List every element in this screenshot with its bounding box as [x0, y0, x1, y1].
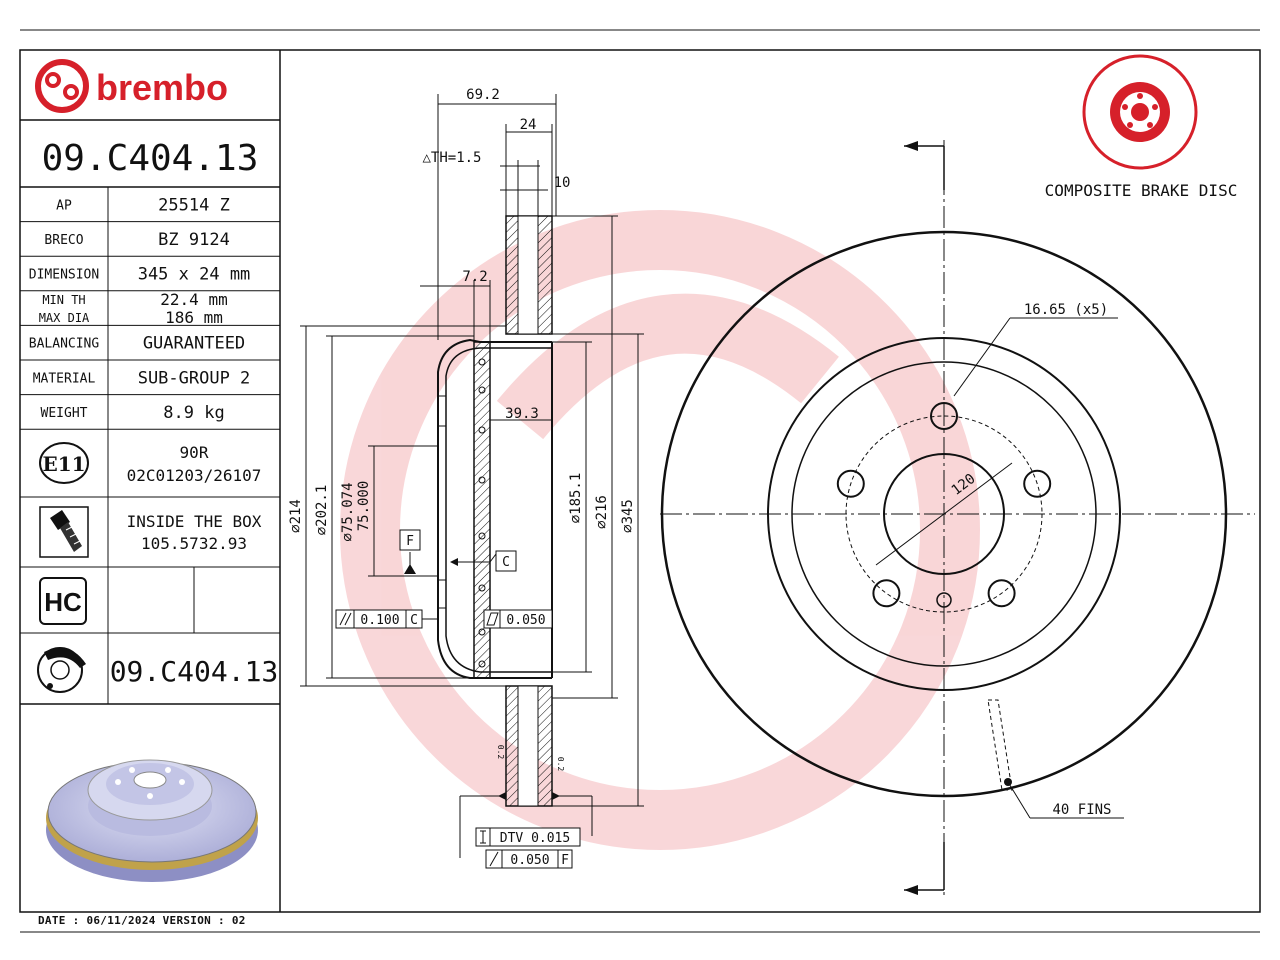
dim-small-a: 0.2 — [496, 745, 505, 760]
spec-value: BZ 9124 — [158, 230, 230, 250]
tol-parallel-frame: 0.100 C — [335, 609, 438, 629]
svg-text:C: C — [410, 613, 418, 628]
tol-dtv-frame: DTV 0.015 — [475, 827, 581, 847]
spec-label: MATERIAL — [33, 371, 96, 386]
spec-label: WEIGHT — [41, 406, 88, 421]
hc-badge-icon: HC — [39, 577, 87, 625]
fins-label: 40 FINS — [1052, 802, 1111, 818]
bolt-hole — [987, 579, 1016, 608]
dim-hat-depth: 39.3 — [505, 406, 539, 422]
dim-overall-height: 69.2 — [466, 87, 500, 103]
bolt-hole — [836, 469, 865, 498]
brand-name: brembo — [96, 67, 228, 108]
spec-value: GUARANTEED — [143, 334, 245, 354]
spec-value: 186 mm — [165, 308, 223, 327]
spec-value: 22.4 mm — [160, 290, 227, 309]
footer-date-version: DATE : 06/11/2024 VERSION : 02 — [38, 914, 246, 927]
svg-text:DTV 0.015: DTV 0.015 — [500, 831, 570, 846]
center-bore — [883, 453, 1005, 575]
spec-label: MIN TH — [42, 293, 85, 307]
hc-badge-text: HC — [44, 587, 82, 617]
spec-label: DIMENSION — [29, 268, 99, 283]
dim-groove: 10 — [554, 175, 571, 191]
bolt-hole — [872, 579, 901, 608]
brembo-watermark-icon — [340, 210, 980, 850]
spec-label: BRECO — [44, 233, 83, 248]
inside-box-line-2: 105.5732.93 — [141, 534, 247, 553]
disc-ref-part: 09.C404.13 — [110, 655, 279, 688]
brembo-logo: brembo — [35, 59, 228, 113]
tol-flatness-frame: 0.050 — [483, 609, 553, 629]
datum-f-box: F — [399, 529, 421, 551]
disc-render-image — [46, 759, 258, 882]
svg-text:F: F — [561, 853, 569, 868]
datum-c-box: C — [495, 550, 517, 572]
spec-label: MAX DIA — [39, 311, 90, 325]
e11-mark-icon: E11 — [39, 442, 89, 484]
spec-label: BALANCING — [29, 337, 100, 352]
vent-holes — [478, 358, 486, 668]
dim-d345: ⌀345 — [620, 499, 636, 533]
dim-offset: 7.2 — [462, 269, 487, 285]
homologation-line-2: 02C01203/26107 — [127, 466, 262, 485]
bolt-hole-label: 16.65 (x5) — [1024, 302, 1108, 318]
dim-small-b: 0.2 — [556, 757, 565, 772]
dim-d214: ⌀214 — [288, 499, 304, 533]
info-panel: brembo 09.C404.13 AP 25514 Z BRECO BZ 9124D… — [20, 59, 280, 882]
dim-d202: ⌀202.1 — [314, 485, 330, 536]
homologation-line-1: 90R — [180, 443, 209, 462]
pcd-circle — [845, 415, 1043, 613]
tol-runout-frame: 0.050 F — [485, 849, 573, 869]
sheet-frame — [19, 49, 1261, 913]
dim-thickness: 24 — [520, 117, 537, 133]
e11-mark-text: E11 — [42, 452, 85, 476]
disc-pad-icon — [37, 647, 86, 693]
part-number: 09.C404.13 — [42, 138, 259, 179]
spec-value: 25514 Z — [158, 195, 230, 215]
spec-value: 8.9 kg — [163, 403, 224, 423]
svg-text:F: F — [406, 534, 414, 549]
dim-d75b: 75.000 — [356, 481, 372, 532]
svg-text:C: C — [502, 555, 510, 570]
svg-text:0.050: 0.050 — [506, 613, 545, 628]
dim-th-note: △TH=1.5 — [422, 150, 481, 166]
section-view: 69.2 24 △TH=1.5 10 7.2 39.3 ⌀214 ⌀202.1 … — [288, 87, 644, 869]
bolt-hole — [930, 402, 958, 430]
spec-value: 345 x 24 mm — [138, 265, 251, 285]
svg-text:0.050: 0.050 — [510, 853, 549, 868]
bolt-hole — [1023, 469, 1052, 498]
svg-text:0.100: 0.100 — [360, 613, 399, 628]
front-view: 120 16.65 (x5) 40 FINS — [660, 140, 1255, 898]
spec-label: AP — [56, 198, 72, 213]
composite-disc-icon — [1082, 54, 1198, 170]
dim-d185: ⌀185.1 — [568, 473, 584, 524]
bolt-holes — [836, 402, 1052, 608]
dim-d75a: ⌀75.074 — [340, 482, 356, 541]
disc-outer-edge — [660, 230, 1228, 798]
composite-disc-label: COMPOSITE BRAKE DISC — [1045, 181, 1238, 200]
dim-d216: ⌀216 — [594, 495, 610, 529]
hat-edge — [767, 337, 1121, 691]
screw-icon — [39, 506, 89, 558]
inside-box-line-1: INSIDE THE BOX — [127, 512, 262, 531]
spec-value: SUB-GROUP 2 — [138, 368, 251, 388]
